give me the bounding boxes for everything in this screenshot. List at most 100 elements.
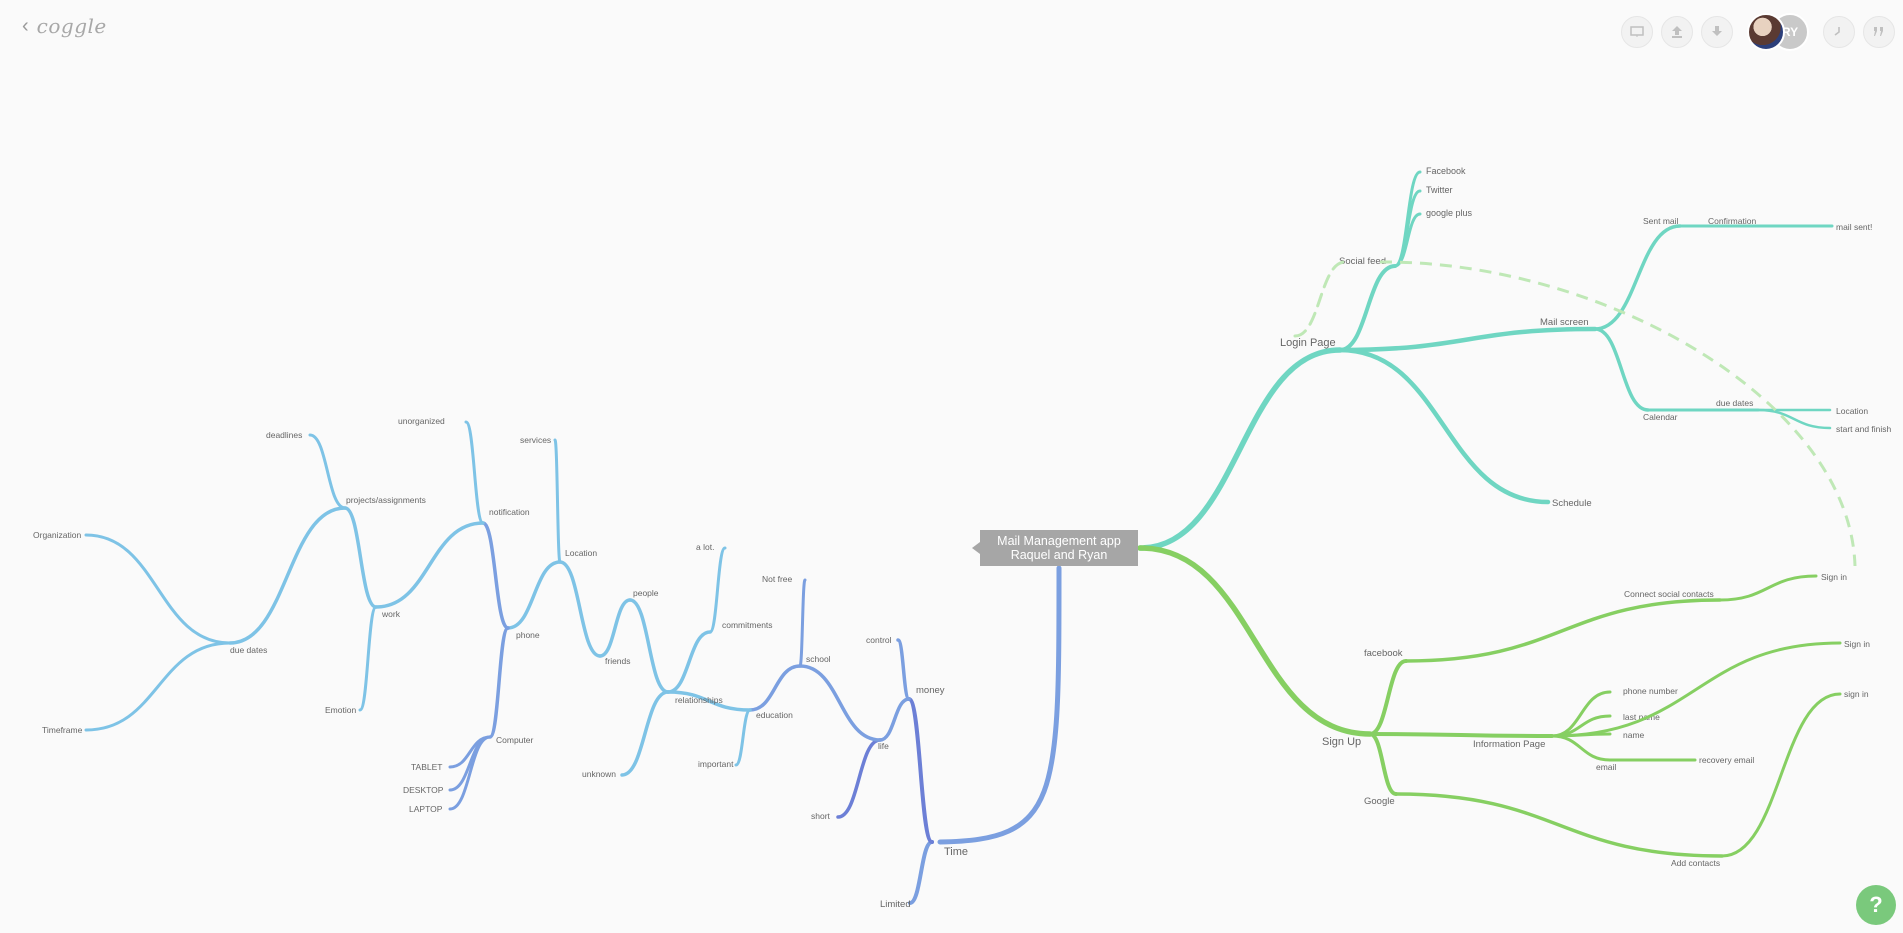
avatar[interactable] <box>1747 13 1785 51</box>
node-start-and-finish[interactable]: start and finish <box>1836 424 1892 434</box>
branch-line <box>937 565 1062 845</box>
branch-line <box>228 506 347 645</box>
node-not-free[interactable]: Not free <box>762 574 793 584</box>
node-timeframe[interactable]: Timeframe <box>42 725 83 735</box>
branch-line <box>1550 641 1842 738</box>
node-location-right[interactable]: Location <box>1836 406 1868 416</box>
root-node[interactable]: Mail Management app Raquel and Ryan <box>972 530 1138 566</box>
node-name[interactable]: name <box>1623 730 1645 740</box>
branch-line <box>464 420 485 525</box>
node-emotion[interactable]: Emotion <box>325 705 356 715</box>
branch-line <box>1337 347 1551 505</box>
node-work[interactable]: work <box>381 609 401 619</box>
branch-line <box>1393 212 1422 268</box>
node-notification[interactable]: notification <box>489 507 530 517</box>
node-services[interactable]: services <box>520 435 551 445</box>
branch-line <box>1718 574 1818 602</box>
branch-line <box>1368 732 1554 738</box>
node-login-page[interactable]: Login Page <box>1280 337 1336 349</box>
branch-line <box>1593 327 1650 412</box>
root-title: Mail Management app <box>997 534 1121 548</box>
node-friends[interactable]: friends <box>605 656 631 666</box>
node-twitter[interactable]: Twitter <box>1426 185 1453 195</box>
node-desktop[interactable]: DESKTOP <box>403 785 444 795</box>
dashed-link <box>1293 260 1347 338</box>
presentation-icon[interactable] <box>1621 16 1653 48</box>
node-organization[interactable]: Organization <box>33 530 81 540</box>
node-unorganized[interactable]: unorganized <box>398 416 445 426</box>
node-computer[interactable]: Computer <box>496 735 533 745</box>
node-tablet[interactable]: TABLET <box>411 762 443 772</box>
root-subtitle: Raquel and Ryan <box>1010 548 1108 562</box>
node-due-dates-right[interactable]: due dates <box>1716 398 1753 408</box>
node-information-page[interactable]: Information Page <box>1473 739 1545 750</box>
node-important[interactable]: important <box>698 759 734 769</box>
node-connect-social[interactable]: Connect social contacts <box>1624 589 1714 599</box>
node-life[interactable]: life <box>878 741 889 751</box>
node-deadlines[interactable]: deadlines <box>266 430 302 440</box>
node-unknown[interactable]: unknown <box>582 769 616 779</box>
node-due-dates-left[interactable]: due dates <box>230 645 267 655</box>
history-icon[interactable] <box>1823 16 1855 48</box>
node-sign-up[interactable]: Sign Up <box>1322 736 1361 748</box>
node-a-lot[interactable]: a lot. <box>696 542 714 552</box>
node-recovery-email[interactable]: recovery email <box>1699 755 1754 765</box>
node-projects-assignments[interactable]: projects/assignments <box>346 495 426 505</box>
node-sent-mail[interactable]: Sent mail <box>1643 216 1679 226</box>
collaborators[interactable]: RY <box>1747 13 1809 51</box>
node-calendar[interactable]: Calendar <box>1643 412 1678 422</box>
branch-line <box>598 598 632 658</box>
node-phone-number[interactable]: phone number <box>1623 686 1678 696</box>
node-add-contacts[interactable]: Add contacts <box>1671 858 1720 868</box>
branch-line <box>734 708 752 767</box>
branch-line <box>620 690 670 777</box>
dashed-link <box>1379 260 1857 567</box>
branch-line <box>448 735 492 792</box>
branch-line <box>1720 692 1842 858</box>
node-short[interactable]: short <box>811 811 831 821</box>
chevron-left-icon[interactable]: ‹ <box>22 15 29 37</box>
branch-line <box>1368 659 1408 736</box>
node-sign-in-3[interactable]: sign in <box>1844 689 1869 699</box>
brand-logo: coggle <box>36 14 107 38</box>
branch-line <box>1393 189 1422 268</box>
node-commitments[interactable]: commitments <box>722 620 773 630</box>
node-control[interactable]: control <box>866 635 892 645</box>
branch-line <box>481 521 510 630</box>
branch-line <box>628 598 670 694</box>
share-icon[interactable] <box>1661 16 1693 48</box>
branch-line <box>896 638 911 701</box>
node-people[interactable]: people <box>633 588 659 598</box>
node-sign-in-2[interactable]: Sign in <box>1844 639 1870 649</box>
node-phone[interactable]: phone <box>516 630 540 640</box>
node-limited[interactable]: Limited <box>880 899 911 910</box>
node-last-name[interactable]: last name <box>1623 712 1660 722</box>
node-money[interactable]: money <box>916 685 945 696</box>
node-laptop[interactable]: LAPTOP <box>409 804 443 814</box>
node-schedule[interactable]: Schedule <box>1552 498 1592 509</box>
back-to-coggle[interactable]: ‹ coggle <box>22 14 107 38</box>
node-email[interactable]: email <box>1596 762 1616 772</box>
branch-line <box>1593 224 1682 331</box>
node-google-plus[interactable]: google plus <box>1426 208 1473 218</box>
branch-line <box>708 546 727 634</box>
node-google[interactable]: Google <box>1364 796 1395 807</box>
branch-line <box>666 690 752 712</box>
download-icon[interactable] <box>1701 16 1733 48</box>
node-location-left[interactable]: Location <box>565 548 597 558</box>
node-social-feed[interactable]: Social feed <box>1339 256 1386 267</box>
node-relationships[interactable]: relationships <box>675 695 723 705</box>
node-facebook-1[interactable]: Facebook <box>1426 166 1466 176</box>
node-time[interactable]: Time <box>944 846 968 858</box>
node-mail-sent[interactable]: mail sent! <box>1836 222 1872 232</box>
node-facebook-2[interactable]: facebook <box>1364 648 1403 659</box>
node-sign-in-dashed[interactable]: Sign in <box>1821 572 1847 582</box>
quote-icon[interactable] <box>1863 16 1895 48</box>
node-confirmation[interactable]: Confirmation <box>1708 216 1756 226</box>
node-education[interactable]: education <box>756 710 793 720</box>
branch-line <box>748 664 802 712</box>
node-school[interactable]: school <box>806 654 831 664</box>
node-mail-screen[interactable]: Mail screen <box>1540 317 1589 328</box>
help-button[interactable]: ? <box>1856 885 1896 925</box>
